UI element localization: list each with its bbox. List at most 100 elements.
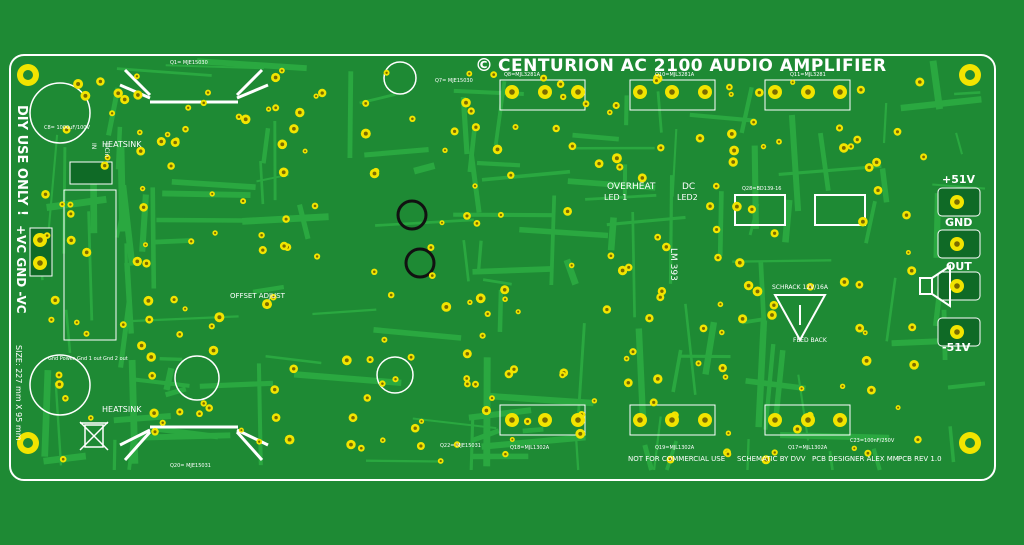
q19-label: Q19=MJL1302A [655, 445, 695, 451]
solder-pad [464, 380, 471, 388]
solder-pad [950, 237, 964, 251]
solder-pad [282, 215, 290, 223]
solder-pad [200, 400, 207, 407]
solder-pad [833, 85, 847, 99]
solder-pad [645, 314, 654, 323]
solder-pad [915, 77, 925, 87]
solder-pad [55, 371, 63, 379]
solder-pad [59, 201, 66, 208]
copper-trace [702, 321, 718, 375]
solder-pad [74, 319, 80, 326]
solder-pad [719, 329, 725, 336]
copper-trace [150, 187, 157, 289]
dcin-label: DCin [103, 143, 110, 158]
solder-pad [200, 99, 207, 107]
solder-pad [132, 256, 142, 267]
solder-pad [409, 115, 416, 123]
solder-pad [170, 295, 178, 304]
solder-pad [266, 106, 272, 112]
solder-pad [665, 85, 679, 99]
solder-pad [629, 348, 637, 356]
solder-pad [357, 444, 365, 452]
solder-pad [185, 104, 192, 111]
solder-pad [145, 315, 154, 324]
board-title: CENTURION AC 2100 AUDIO AMPLIFIER [498, 56, 887, 76]
copper-trace [127, 417, 138, 471]
copper-trace [132, 377, 190, 388]
transistor-q17 [764, 404, 851, 436]
copper-trace [772, 349, 786, 424]
solder-pad [617, 265, 628, 276]
solder-pad [497, 211, 504, 218]
copper-trace [746, 439, 750, 471]
copper-trace [818, 132, 831, 192]
copper-trace [469, 414, 475, 471]
solder-pad [235, 113, 243, 121]
copper-trace [788, 114, 802, 212]
solder-pad [571, 413, 585, 427]
mounting-hole-icon [17, 64, 39, 86]
solder-pad [695, 360, 702, 367]
solder-pad [383, 69, 390, 76]
solder-pad [732, 201, 742, 212]
c8-label: C8= 1000uF/100V [44, 125, 90, 131]
size-text: SIZE: 227 mm X 95 mm [14, 345, 23, 441]
solder-pad [507, 171, 515, 179]
solder-pad [473, 220, 481, 227]
solder-pad [82, 247, 92, 257]
solder-pad [552, 124, 560, 133]
copper-trace [162, 190, 251, 199]
solder-pad [950, 279, 964, 293]
solder-pad [278, 167, 289, 178]
capacitor-c5-icon [383, 61, 417, 95]
feedback-label: FEED BACK [793, 337, 827, 344]
copper-trace [689, 112, 756, 123]
solder-pad [466, 70, 473, 77]
solder-pad [73, 79, 84, 89]
solder-pad [143, 295, 154, 306]
copper-trace [748, 203, 760, 236]
solder-pad [490, 71, 498, 78]
solder-pad [489, 395, 495, 401]
solder-pad [270, 385, 280, 394]
copper-trace [153, 238, 191, 245]
solder-pad [856, 85, 866, 94]
solder-pad [139, 203, 148, 212]
copper-trace [119, 184, 136, 266]
solder-pad [855, 280, 864, 289]
solder-pad [858, 216, 868, 227]
solder-pad [616, 163, 624, 171]
solder-pad [698, 413, 712, 427]
solder-pad [437, 458, 444, 464]
copper-trace [113, 413, 172, 424]
recycle-bin-icon [79, 421, 109, 451]
solder-pad [104, 154, 111, 161]
q28-label: Q28=BD139-16 [742, 186, 782, 192]
capacitor-c24-icon [174, 355, 220, 401]
solder-pad [48, 316, 55, 323]
capacitor-outline-left [63, 189, 117, 341]
solder-pad [839, 143, 849, 153]
solder-pad [379, 380, 386, 387]
solder-pad [695, 133, 705, 143]
q20-label: Q20= MJE15031 [170, 463, 211, 469]
copper-traces [38, 58, 986, 471]
copper-trace [373, 327, 462, 341]
solder-pad [410, 423, 420, 433]
solder-pad [151, 428, 159, 436]
solder-pad [462, 349, 472, 359]
solder-pad [139, 185, 146, 192]
copper-trace [497, 289, 504, 332]
solder-pad [718, 363, 727, 373]
q22-label: Q22= MJE15031 [440, 443, 481, 449]
solder-pad [318, 88, 327, 98]
copper-trace [165, 64, 264, 70]
solder-pad [902, 210, 911, 220]
lm393-label: LM 393 [668, 248, 678, 281]
solder-pad [722, 374, 729, 380]
solder-pad [798, 385, 805, 392]
solder-pad [801, 413, 815, 427]
solder-pad [205, 89, 211, 96]
terminal-label-plus-51v: +51V [942, 173, 976, 186]
